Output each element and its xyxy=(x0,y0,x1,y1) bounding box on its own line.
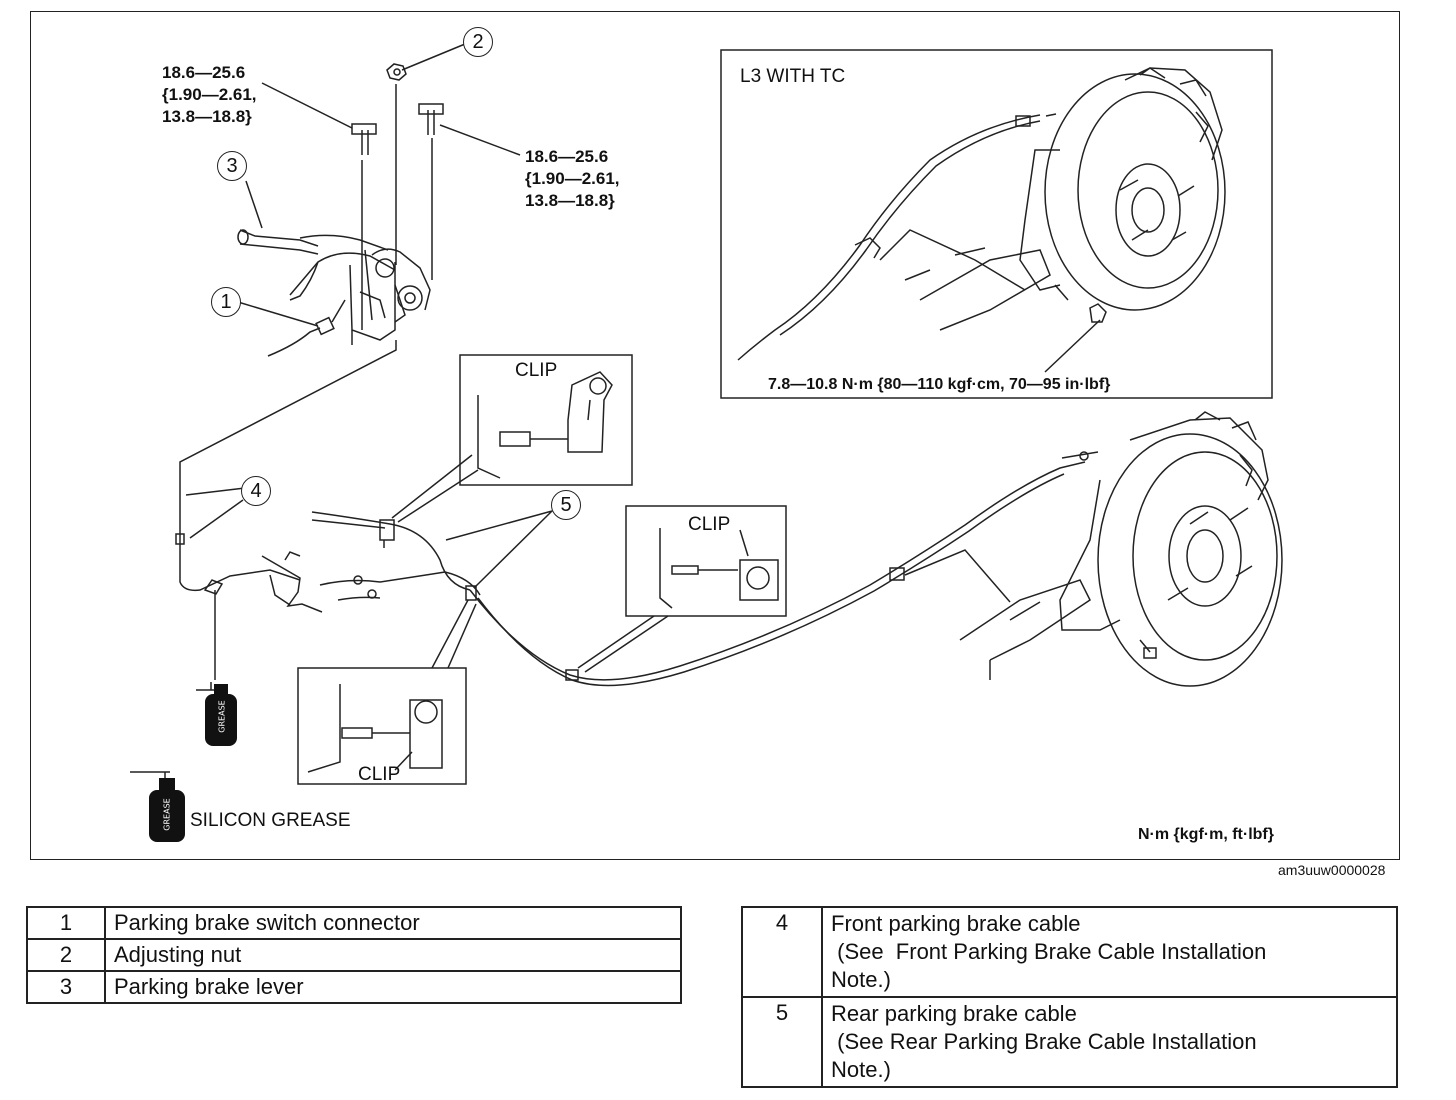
legend-row: 1 Parking brake switch connector xyxy=(26,906,682,940)
figure-id: am3uuw0000028 xyxy=(1278,862,1386,878)
legend-description: Rear parking brake cable (See Rear Parki… xyxy=(821,996,1398,1088)
legend-row: 5 Rear parking brake cable (See Rear Par… xyxy=(741,996,1398,1088)
torque-line: 18.6—25.6 xyxy=(162,63,246,82)
legend-description: Parking brake lever xyxy=(104,970,682,1004)
grease-can-label-legend: GREASE xyxy=(162,798,172,831)
legend-number: 5 xyxy=(741,996,823,1088)
inset-title: L3 WITH TC xyxy=(740,66,846,87)
callout-4: 4 xyxy=(241,476,271,506)
clip-label-bottom: CLIP xyxy=(358,764,401,785)
callout-1: 1 xyxy=(211,287,241,317)
torque-label-upper-right: 18.6—25.6 {1.90—2.61, 13.8—18.8} xyxy=(525,146,620,212)
callout-2: 2 xyxy=(463,27,493,57)
torque-label-upper-left: 18.6—25.6 {1.90—2.61, 13.8—18.8} xyxy=(162,62,257,128)
clip-label-top: CLIP xyxy=(515,360,558,381)
legend-table-right: 4 Front parking brake cable (See Front P… xyxy=(741,906,1398,1088)
grease-can-label-small: GREASE xyxy=(217,700,227,733)
callout-3: 3 xyxy=(217,151,247,181)
legend-number: 2 xyxy=(26,938,106,972)
legend-description: Parking brake switch connector xyxy=(104,906,682,940)
legend-row: 4 Front parking brake cable (See Front P… xyxy=(741,906,1398,998)
legend-desc-line: Note.) xyxy=(831,967,891,992)
legend-desc-line: (See Front Parking Brake Cable Installat… xyxy=(831,939,1267,964)
legend-number: 4 xyxy=(741,906,823,998)
torque-line: 13.8—18.8} xyxy=(525,191,615,210)
torque-line: 13.8—18.8} xyxy=(162,107,252,126)
units-note: N·m {kgf·m, ft·lbf} xyxy=(1138,826,1274,843)
legend-desc-line: (See Rear Parking Brake Cable Installati… xyxy=(831,1029,1257,1054)
legend-desc-line: Rear parking brake cable xyxy=(831,1001,1077,1026)
diagram-frame xyxy=(30,11,1400,860)
legend-description: Front parking brake cable (See Front Par… xyxy=(821,906,1398,998)
legend-desc-line: Front parking brake cable xyxy=(831,911,1081,936)
legend-number: 1 xyxy=(26,906,106,940)
legend-description: Adjusting nut xyxy=(104,938,682,972)
torque-line: 18.6—25.6 xyxy=(525,147,609,166)
clip-label-middle: CLIP xyxy=(688,514,731,535)
torque-line: {1.90—2.61, xyxy=(162,85,257,104)
legend-row: 3 Parking brake lever xyxy=(26,970,682,1004)
callout-5: 5 xyxy=(551,490,581,520)
torque-line: {1.90—2.61, xyxy=(525,169,620,188)
silicon-grease-label: SILICON GREASE xyxy=(190,810,351,831)
legend-desc-line: Note.) xyxy=(831,1057,891,1082)
legend-table-left: 1 Parking brake switch connector 2 Adjus… xyxy=(26,906,682,1004)
inset-torque-label: 7.8—10.8 N·m {80—110 kgf·cm, 70—95 in·lb… xyxy=(768,376,1111,393)
legend-number: 3 xyxy=(26,970,106,1004)
legend-row: 2 Adjusting nut xyxy=(26,938,682,972)
